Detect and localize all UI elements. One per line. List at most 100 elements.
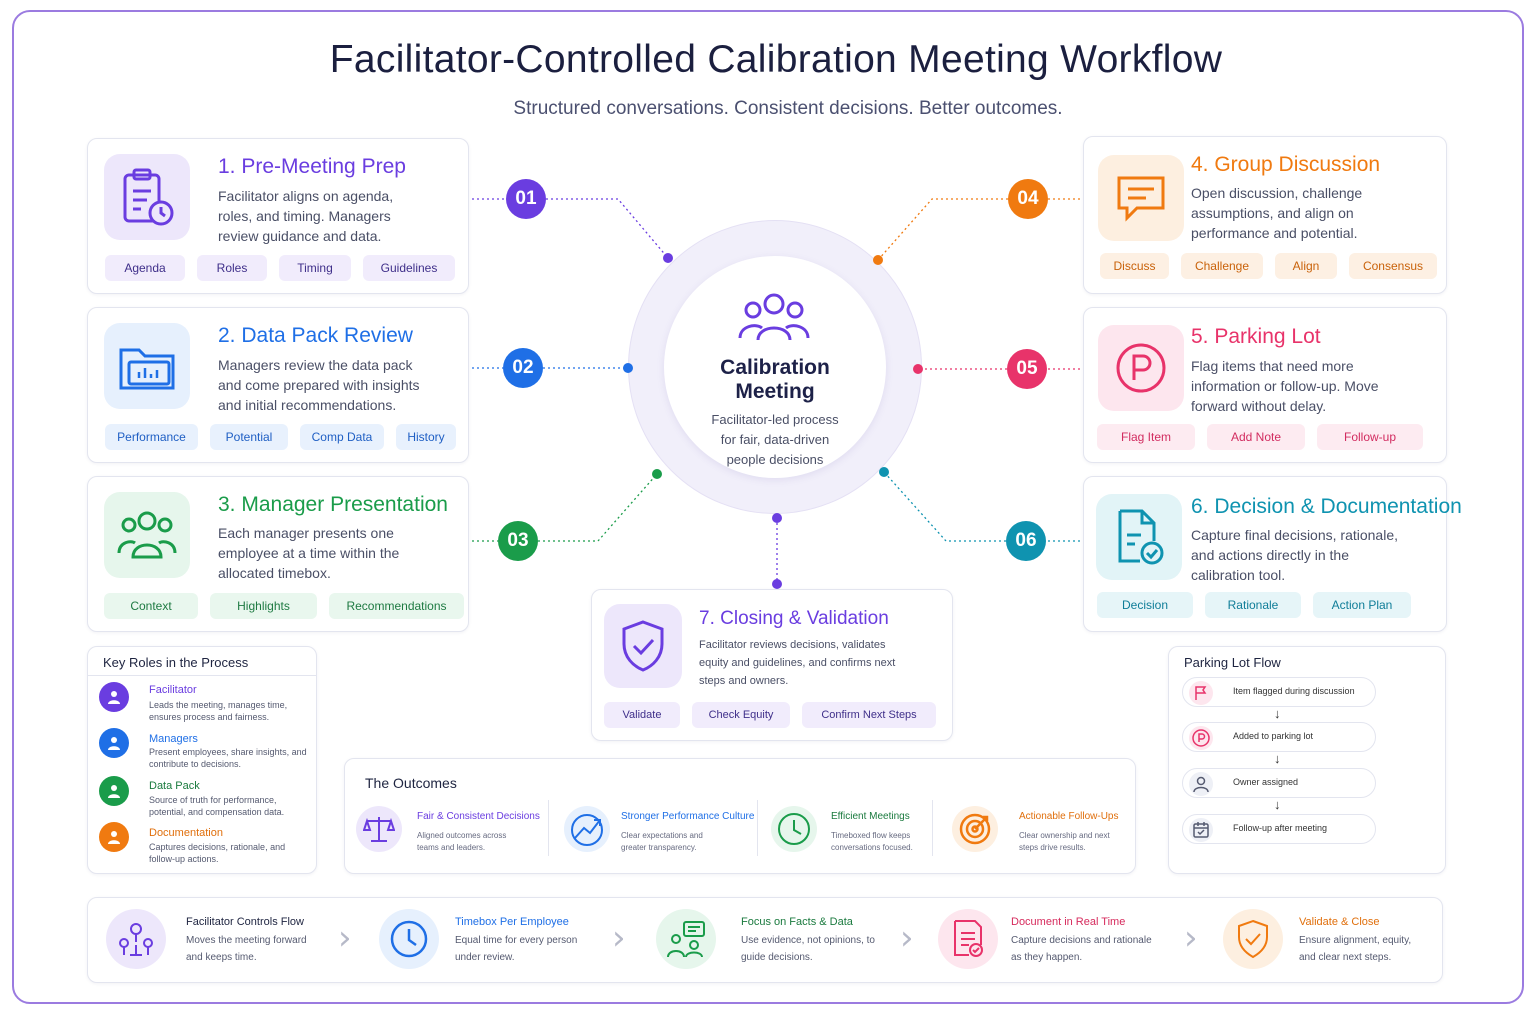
hub-dot-03 <box>652 469 662 479</box>
principle-4-title: Document in Real Time <box>1011 916 1126 928</box>
pl-step-flagged: Item flagged during discussion <box>1182 677 1376 707</box>
principle-5-desc: Ensure alignment, equity, and clear next… <box>1299 935 1412 963</box>
chevron-right-icon: › <box>1184 918 1198 958</box>
chevron-right-icon: › <box>612 918 626 958</box>
pl-icon-wrap <box>1189 726 1213 750</box>
step-chips-5: Flag Item Add Note Follow-up <box>1097 424 1423 450</box>
chip-context[interactable]: Context <box>104 593 198 619</box>
pl-icon-wrap <box>1189 818 1213 842</box>
outcome-2-desc: Clear expectations and greater transpare… <box>621 831 703 852</box>
role-facilitator-name: Facilitator <box>149 684 197 696</box>
chip-agenda[interactable]: Agenda <box>105 255 185 281</box>
chip-decision[interactable]: Decision <box>1097 592 1193 618</box>
step-number-04: 04 <box>1008 179 1048 219</box>
hub-dot-07b <box>772 579 782 589</box>
clock-icon <box>390 920 428 958</box>
target-icon <box>959 813 991 845</box>
people-group-icon <box>738 293 810 341</box>
flag-icon <box>1195 686 1207 700</box>
chip-comp-data[interactable]: Comp Data <box>300 424 384 450</box>
chip-performance[interactable]: Performance <box>105 424 198 450</box>
key-roles-title: Key Roles in the Process <box>103 655 249 670</box>
step-desc-2: Managers review the data pack and come p… <box>218 357 420 413</box>
principle-1-desc: Moves the meeting forward and keeps time… <box>186 935 307 963</box>
principle-4-icon-wrap <box>938 909 998 969</box>
step-icon-box-3 <box>104 492 190 578</box>
chip-action-plan[interactable]: Action Plan <box>1313 592 1411 618</box>
chip-consensus[interactable]: Consensus <box>1349 253 1437 279</box>
step-icon-box-5 <box>1098 325 1184 411</box>
principle-3-desc: Use evidence, not opinions, to guide dec… <box>741 935 875 963</box>
chip-recommendations[interactable]: Recommendations <box>329 593 464 619</box>
hub-dot-05 <box>913 364 923 374</box>
outcome-separator <box>757 800 758 856</box>
step-icon-box-7 <box>604 604 682 688</box>
hub-dot-04 <box>873 255 883 265</box>
user-icon <box>108 691 120 704</box>
outcome-separator <box>548 800 549 856</box>
principles-strip <box>87 897 1443 983</box>
clipboard-clock-icon <box>123 168 174 226</box>
step-icon-box-2 <box>104 323 190 409</box>
principle-2-icon-wrap <box>379 909 439 969</box>
outcomes-panel <box>344 758 1136 874</box>
connector-06 <box>883 471 1080 542</box>
chip-validate[interactable]: Validate <box>604 702 680 728</box>
role-documentation-name: Documentation <box>149 827 223 839</box>
step-number-01: 01 <box>506 179 546 219</box>
step-desc-5: Flag items that need more information or… <box>1191 358 1379 414</box>
outcome-1-desc: Aligned outcomes across teams and leader… <box>417 831 507 852</box>
pl-step-text: Item flagged during discussion <box>1233 686 1355 696</box>
step-title-7: 7. Closing & Validation <box>699 608 889 629</box>
principle-1-title: Facilitator Controls Flow <box>186 916 304 928</box>
hub-dot-06 <box>879 467 889 477</box>
parking-icon <box>1116 343 1166 393</box>
pl-arrow-down: ↓ <box>1274 797 1281 812</box>
principle-5-title: Validate & Close <box>1299 916 1380 928</box>
step-chips-6: Decision Rationale Action Plan <box>1097 592 1411 618</box>
chip-confirm-next-steps[interactable]: Confirm Next Steps <box>802 702 936 728</box>
parking-lot-flow-title: Parking Lot Flow <box>1184 655 1281 670</box>
role-facilitator-avatar <box>99 682 129 712</box>
role-documentation-avatar <box>99 822 129 852</box>
chip-discuss[interactable]: Discuss <box>1100 253 1169 279</box>
key-roles-divider <box>88 675 316 676</box>
chip-follow-up[interactable]: Follow-up <box>1317 424 1423 450</box>
pl-step-follow-up: Follow-up after meeting <box>1182 814 1376 844</box>
principle-3-icon-wrap <box>656 909 716 969</box>
parking-icon <box>1192 729 1210 747</box>
chip-check-equity[interactable]: Check Equity <box>692 702 790 728</box>
step-number-06: 06 <box>1006 521 1046 561</box>
step-icon-box-4 <box>1098 155 1184 241</box>
chip-align[interactable]: Align <box>1275 253 1337 279</box>
chip-timing[interactable]: Timing <box>279 255 351 281</box>
connector-03 <box>472 473 658 542</box>
step-title-4: 4. Group Discussion <box>1191 153 1381 176</box>
role-managers-name: Managers <box>149 733 198 745</box>
chip-potential[interactable]: Potential <box>210 424 288 450</box>
user-icon <box>108 831 120 844</box>
chevron-right-icon: › <box>338 918 352 958</box>
chip-add-note[interactable]: Add Note <box>1207 424 1305 450</box>
step-number-02: 02 <box>503 348 543 388</box>
pl-step-text: Follow-up after meeting <box>1233 823 1328 833</box>
chip-history[interactable]: History <box>396 424 456 450</box>
pl-step-owner: Owner assigned <box>1182 768 1376 798</box>
trend-up-icon <box>571 814 603 846</box>
chip-highlights[interactable]: Highlights <box>210 593 317 619</box>
outcomes-title: The Outcomes <box>365 775 457 791</box>
step-chips-1: Agenda Roles Timing Guidelines <box>105 255 455 281</box>
outcome-3-title: Efficient Meetings <box>831 811 910 822</box>
chip-flag-item[interactable]: Flag Item <box>1097 424 1195 450</box>
chip-guidelines[interactable]: Guidelines <box>363 255 455 281</box>
chip-roles[interactable]: Roles <box>197 255 267 281</box>
chip-challenge[interactable]: Challenge <box>1181 253 1263 279</box>
connector-04 <box>877 198 1080 261</box>
chip-rationale[interactable]: Rationale <box>1205 592 1301 618</box>
outcome-4-title: Actionable Follow-Ups <box>1019 811 1119 822</box>
pl-arrow-down: ↓ <box>1274 706 1281 721</box>
scales-icon <box>363 817 395 842</box>
hub-dot-07a <box>772 513 782 523</box>
step-desc-3: Each manager presents one employee at a … <box>218 525 400 581</box>
